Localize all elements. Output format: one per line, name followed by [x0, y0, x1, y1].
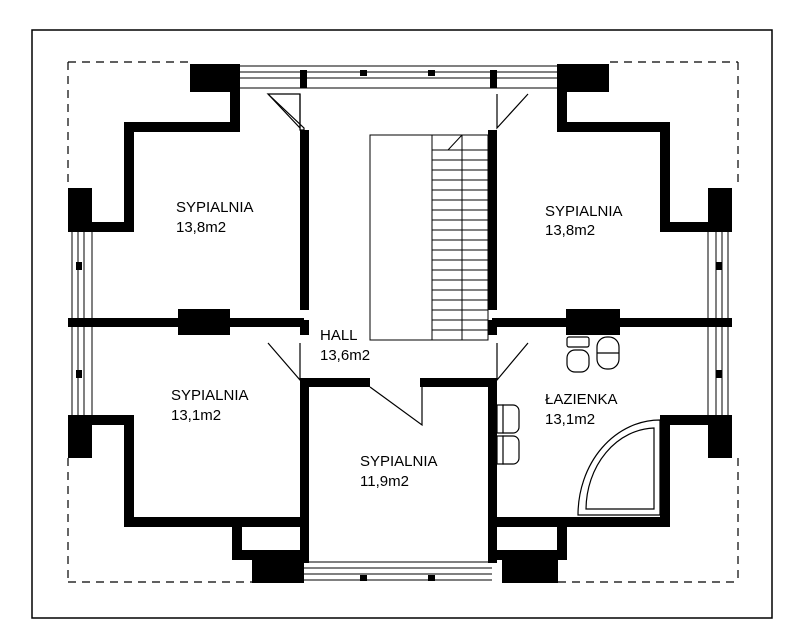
room-area-bedroom-top-right: 13,8m2 [545, 222, 595, 239]
window-markers [76, 262, 722, 378]
roof-outline [67, 61, 739, 583]
shower-icon [577, 419, 661, 516]
room-area-bedroom-bottom-center: 11,9m2 [360, 473, 409, 490]
toilet-icon [566, 336, 590, 373]
bidet-icon [496, 404, 520, 465]
room-name-bedroom-top-left: SYPIALNIA [176, 199, 254, 216]
room-name-bedroom-bottom-left: SYPIALNIA [171, 387, 249, 404]
room-area-bedroom-top-left: 13,8m2 [176, 219, 226, 236]
room-area-bathroom: 13,1m2 [545, 411, 595, 428]
bathroom-fixtures [496, 336, 661, 516]
sink-icon [596, 336, 620, 370]
staircase [369, 134, 489, 341]
room-name-hall: HALL [320, 327, 358, 344]
sheet-frame [31, 29, 773, 619]
room-name-bedroom-top-right: SYPIALNIA [545, 203, 623, 220]
windows [71, 65, 729, 581]
room-area-bedroom-bottom-left: 13,1m2 [171, 407, 221, 424]
walls [68, 64, 732, 583]
room-area-hall: 13,6m2 [320, 347, 370, 364]
room-name-bathroom: ŁAZIENKA [545, 391, 618, 408]
room-labels: SYPIALNIA 13,8m2 SYPIALNIA 13,8m2 HALL 1… [171, 199, 623, 490]
room-name-bedroom-bottom-center: SYPIALNIA [360, 453, 438, 470]
stair-treads [432, 149, 488, 331]
door-swings [266, 93, 529, 427]
